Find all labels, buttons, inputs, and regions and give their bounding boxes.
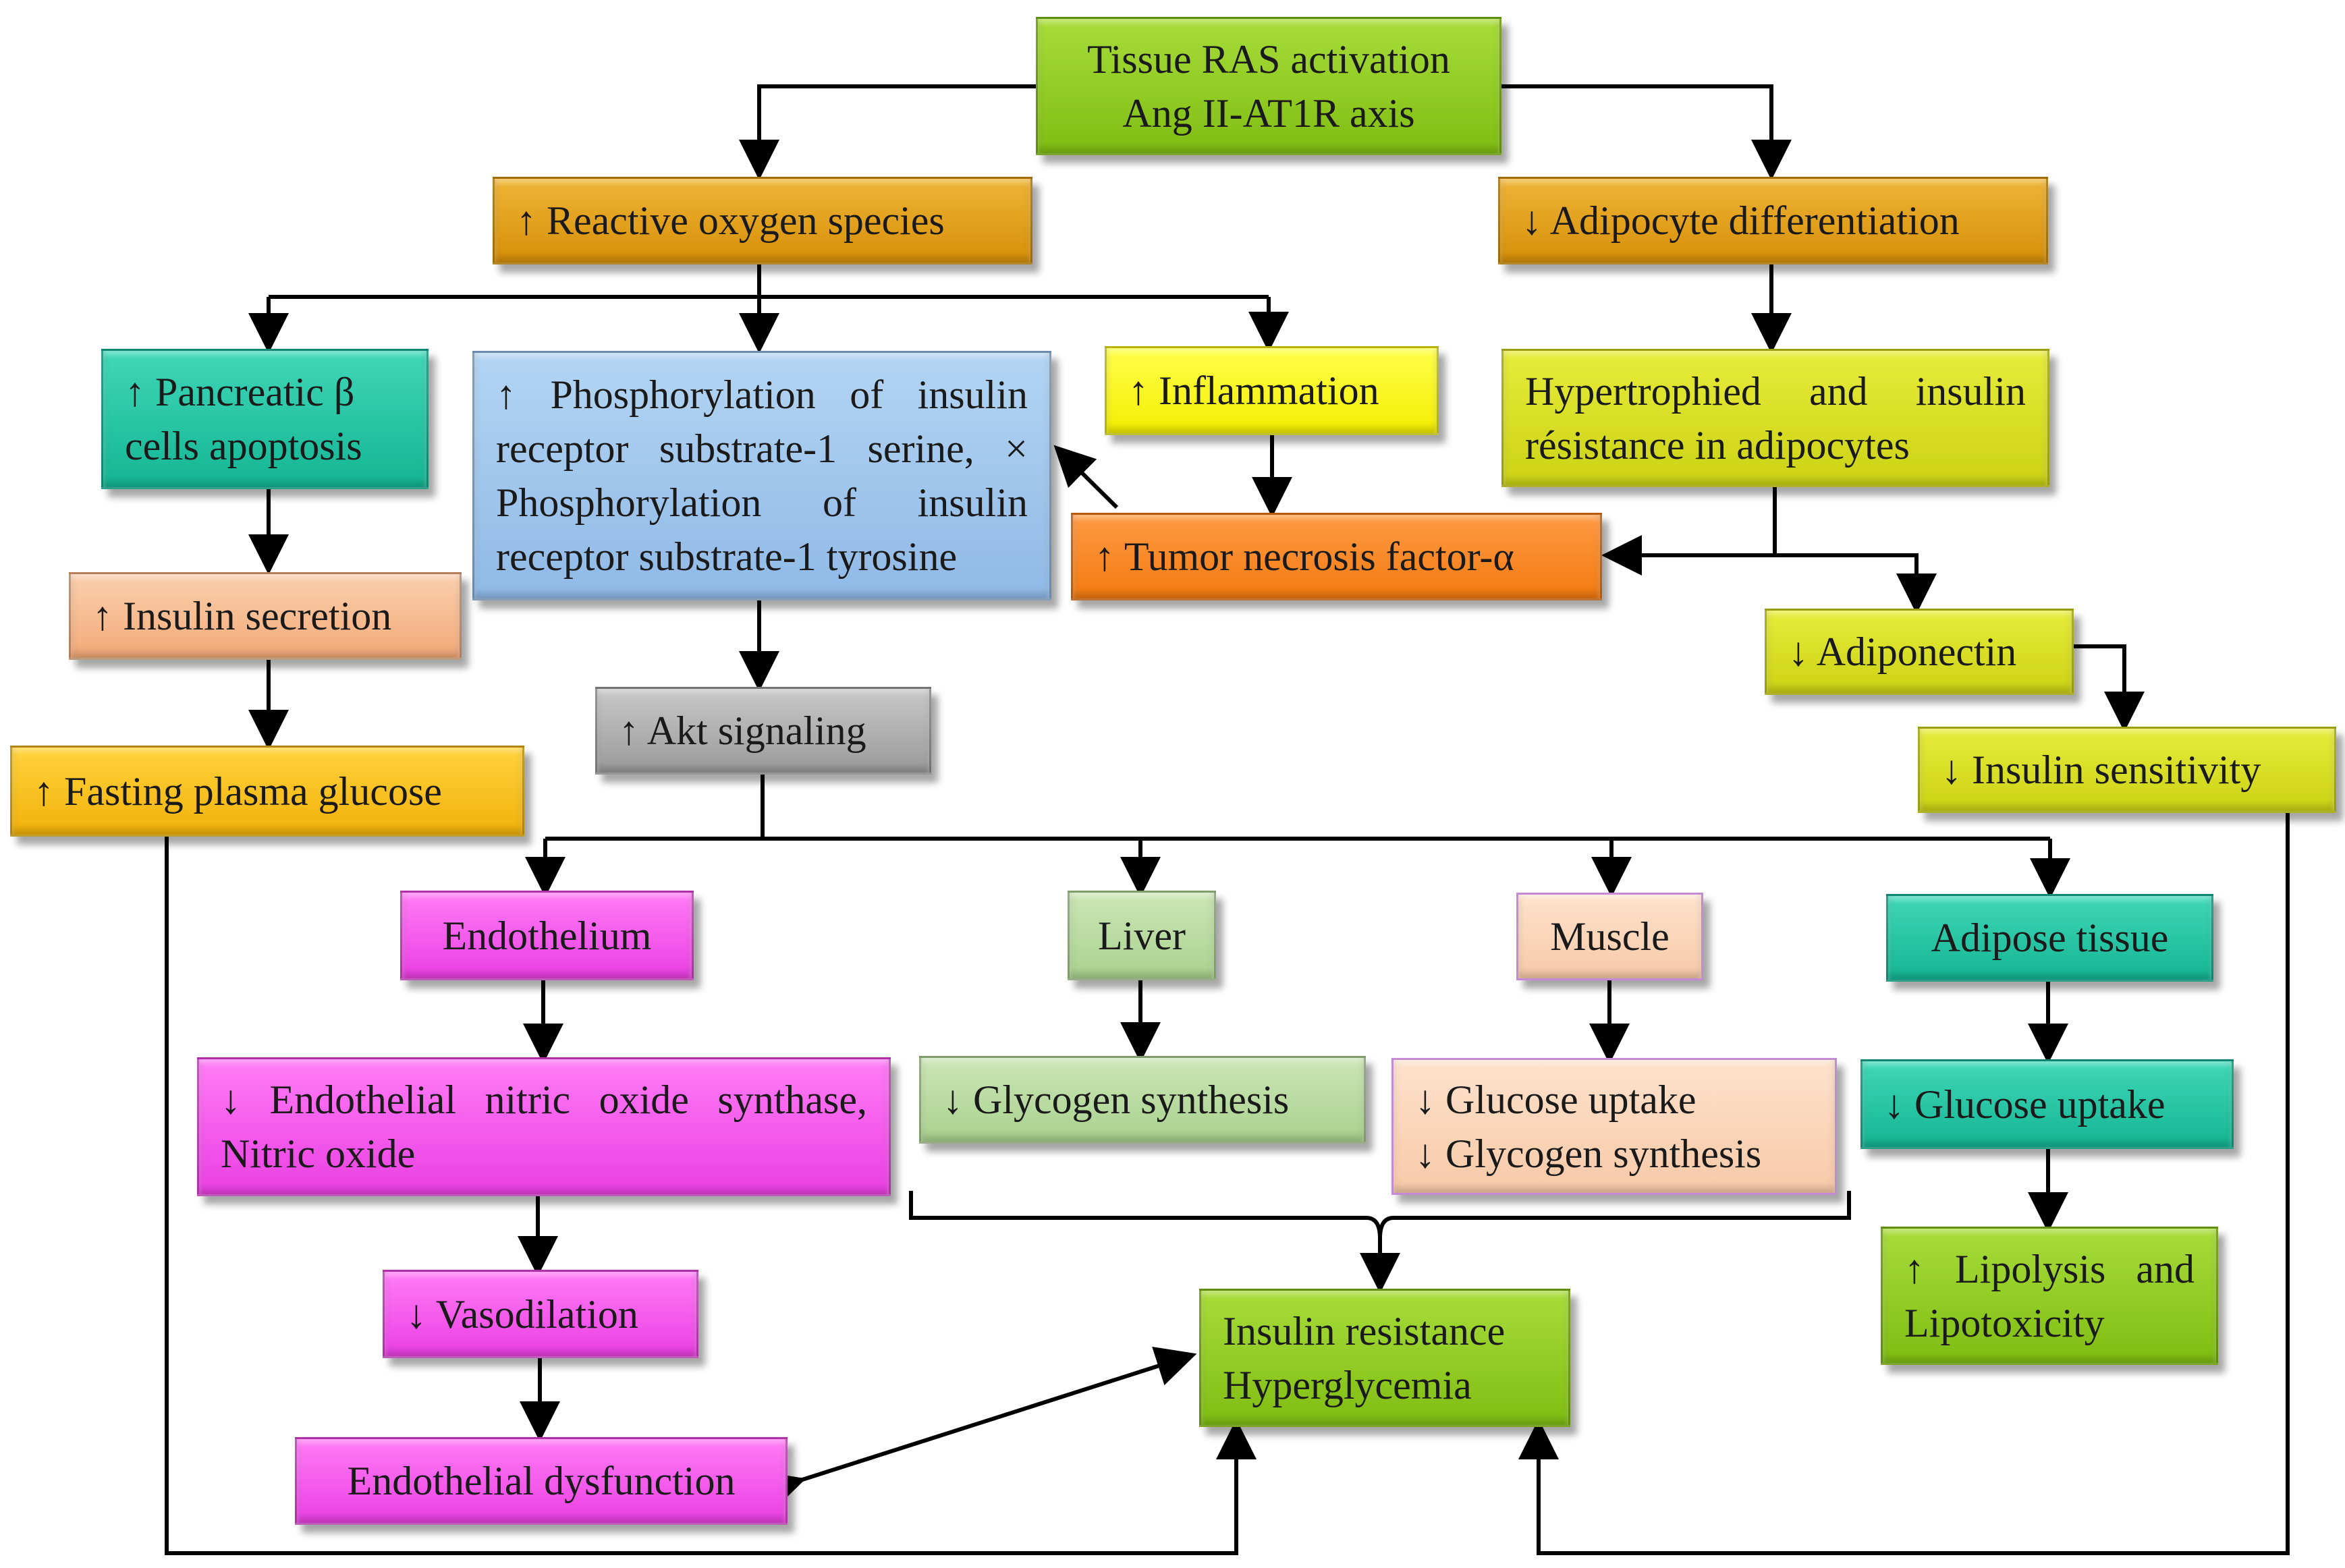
node-fasting-plasma-glucose: ↑ Fasting plasma glucose <box>10 746 524 837</box>
node-liver: Liver <box>1068 891 1216 980</box>
node-muscle-effects: ↓ Glucose uptake ↓ Glycogen synthesis <box>1391 1058 1837 1195</box>
node-tumor-necrosis-factor: ↑ Tumor necrosis factor-α <box>1071 513 1602 600</box>
node-inflammation: ↑ Inflammation <box>1105 346 1439 435</box>
node-insulin-sensitivity: ↓ Insulin sensitivity <box>1918 727 2336 813</box>
node-endothelial-nos: ↓ Endothelial nitric oxide synthase, Nit… <box>197 1057 891 1196</box>
arrow-fasting-to-insulin-resistance <box>165 837 1257 1555</box>
arrow-tnf-to-phosphorylation <box>1053 445 1119 509</box>
node-adipocyte-differentiation: ↓ Adipocyte differentiation <box>1498 177 2048 264</box>
arrow-sensitivity-to-insulin-resistance <box>1518 810 2290 1555</box>
node-reactive-oxygen-species: ↑ Reactive oxygen species <box>493 177 1032 264</box>
node-glucose-uptake-adipose: ↓ Glucose uptake <box>1860 1059 2234 1149</box>
node-vasodilation: ↓ Vasodilation <box>383 1270 698 1358</box>
double-arrow-dysfunction-resistance <box>761 1347 1197 1511</box>
node-endothelium: Endothelium <box>400 891 694 980</box>
node-adipose-tissue: Adipose tissue <box>1886 894 2213 982</box>
node-phosphorylation-irs1: ↑ Phosphorylation of insulin receptor su… <box>472 351 1051 600</box>
node-adiponectin: ↓ Adiponectin <box>1765 609 2074 695</box>
brace-liver-muscle <box>909 1191 1851 1239</box>
arrow-ras-to-ros <box>739 84 1036 180</box>
node-endothelial-dysfunction: Endothelial dysfunction <box>295 1437 788 1525</box>
arrow-adiponectin-to-sensitivity <box>2072 644 2145 732</box>
node-tissue-ras: Tissue RAS activation Ang II-AT1R axis <box>1036 17 1501 155</box>
node-lipolysis-lipotoxicity: ↑ Lipolysis and Lipotoxicity <box>1881 1227 2218 1365</box>
arrow-hypertrophied-to-adiponectin <box>1775 553 1937 614</box>
node-insulin-resistance: Insulin resistance Hyperglycemia <box>1199 1289 1570 1427</box>
node-muscle: Muscle <box>1516 893 1703 980</box>
node-insulin-secretion: ↑ Insulin secretion <box>69 572 462 660</box>
node-akt-signaling: ↑ Akt signaling <box>595 687 931 775</box>
arrow-ras-to-adipocyte <box>1501 84 1792 180</box>
node-pancreatic-apoptosis: ↑ Pancreatic β cells apoptosis <box>101 349 429 489</box>
node-glycogen-synthesis-liver: ↓ Glycogen synthesis <box>919 1056 1366 1144</box>
node-hypertrophied-adipocytes: Hypertrophied and insulin résistance in … <box>1501 349 2049 487</box>
